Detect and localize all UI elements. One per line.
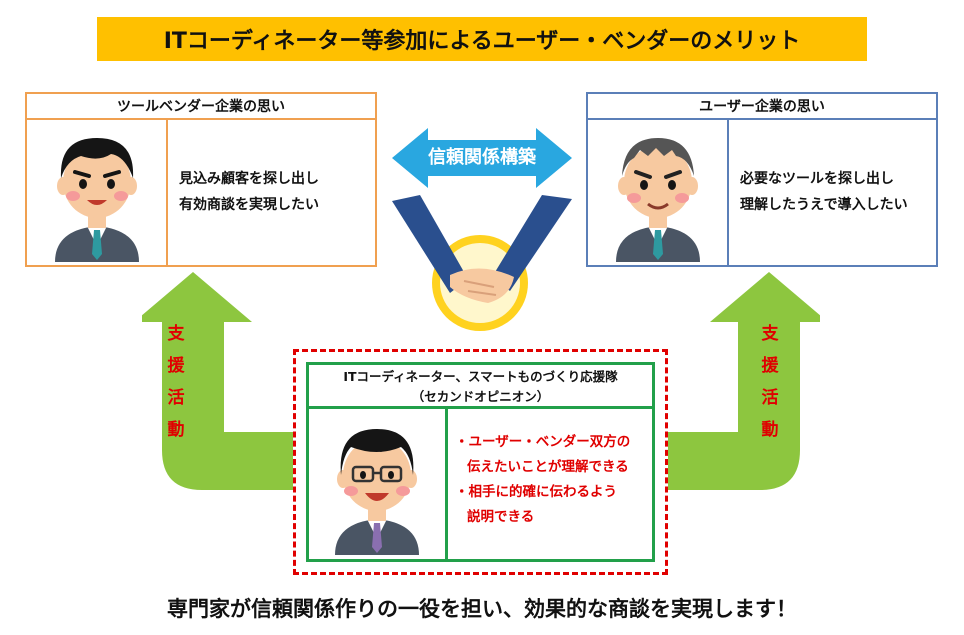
vendor-divider bbox=[166, 118, 168, 265]
coordinator-point-2-cont: 説明できる bbox=[467, 509, 535, 525]
vendor-box: ツールベンダー企業の思い 見込み顧客を探し出し 有効商談を実現したい bbox=[25, 92, 377, 267]
support-label-left: 支 援 活 動 bbox=[166, 318, 186, 446]
coordinator-person-illustration bbox=[335, 429, 419, 555]
user-line-1: 必要なツールを探し出し bbox=[740, 171, 894, 187]
support-left-char-4: 動 bbox=[167, 420, 185, 440]
vendor-heading: ツールベンダー企業の思い bbox=[27, 94, 375, 120]
support-right-char-2: 援 bbox=[761, 356, 779, 376]
support-right-char-3: 活 bbox=[761, 388, 779, 408]
support-arrow-left bbox=[142, 272, 307, 490]
user-line-2: 理解したうえで導入したい bbox=[740, 197, 908, 213]
page-title: ITコーディネーター等参加によるユーザー・ベンダーのメリット bbox=[97, 17, 867, 61]
user-text: 必要なツールを探し出し 理解したうえで導入したい bbox=[740, 166, 908, 218]
user-heading: ユーザー企業の思い bbox=[588, 94, 936, 120]
user-divider bbox=[727, 118, 729, 265]
trust-double-arrow bbox=[392, 128, 572, 188]
support-right-char-4: 動 bbox=[761, 420, 779, 440]
support-left-char-1: 支 bbox=[167, 324, 185, 344]
support-right-char-1: 支 bbox=[761, 324, 779, 344]
support-label-right: 支 援 活 動 bbox=[760, 318, 780, 446]
support-arrow-right bbox=[655, 272, 820, 490]
footer-message: 専門家が信頼関係作りの一役を担い、効果的な商談を実現します！ bbox=[167, 597, 797, 621]
coordinator-heading: ITコーディネーター、スマートものづくり応援隊 （セカンドオピニオン） bbox=[309, 365, 652, 409]
coordinator-divider bbox=[445, 409, 448, 559]
coordinator-point-1-cont: 伝えたいことが理解できる bbox=[467, 459, 629, 475]
vendor-line-1: 見込み顧客を探し出し bbox=[179, 171, 319, 187]
coordinator-dashed-frame: ITコーディネーター、スマートものづくり応援隊 （セカンドオピニオン） ・ユーザ… bbox=[293, 349, 668, 575]
coordinator-point-1: ・ユーザー・ベンダー双方の bbox=[455, 434, 631, 450]
vendor-line-2: 有効商談を実現したい bbox=[179, 197, 319, 213]
coordinator-point-2: ・相手に的確に伝わるよう bbox=[455, 484, 617, 500]
support-left-char-3: 活 bbox=[167, 388, 185, 408]
support-left-char-2: 援 bbox=[167, 356, 185, 376]
user-box: ユーザー企業の思い 必要なツールを探し出し 理解したうえで導入したい bbox=[586, 92, 938, 267]
coordinator-points: ・ユーザー・ベンダー双方の 伝えたいことが理解できる ・相手に的確に伝わるよう … bbox=[455, 430, 630, 530]
coordinator-heading-line-2: （セカンドオピニオン） bbox=[411, 389, 550, 404]
handshake-icon bbox=[392, 195, 572, 331]
trust-label: 信頼関係構築 bbox=[428, 147, 536, 168]
vendor-text: 見込み顧客を探し出し 有効商談を実現したい bbox=[179, 166, 319, 218]
user-person-illustration bbox=[616, 138, 700, 262]
coordinator-box: ITコーディネーター、スマートものづくり応援隊 （セカンドオピニオン） ・ユーザ… bbox=[306, 362, 655, 562]
coordinator-heading-line-1: ITコーディネーター、スマートものづくり応援隊 bbox=[343, 369, 618, 384]
vendor-person-illustration bbox=[55, 138, 139, 262]
